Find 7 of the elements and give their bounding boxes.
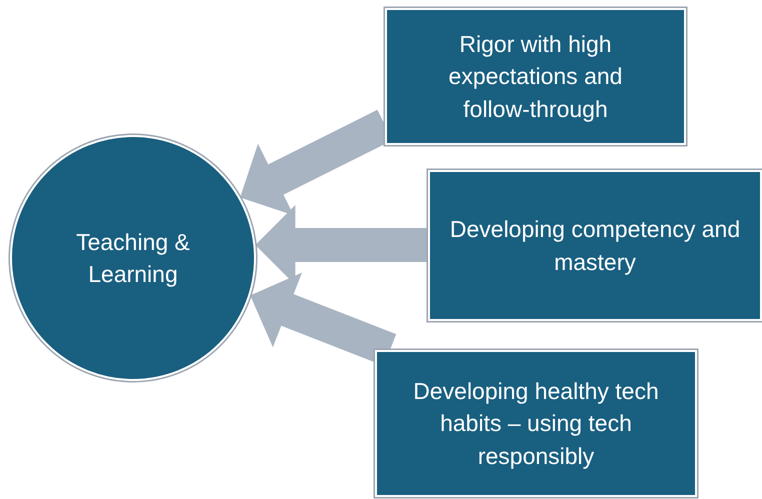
- node-label: Rigor with high expectations and follow-through: [448, 30, 624, 124]
- node-label: Developing competency and mastery: [448, 215, 742, 277]
- node-label: Teaching & Learning: [75, 228, 191, 289]
- theme-box: [428, 170, 762, 321]
- theme-box: [385, 8, 686, 145]
- theme-box: [375, 350, 697, 497]
- node-label: Developing healthy tech habits – using tech responsibly: [412, 377, 660, 471]
